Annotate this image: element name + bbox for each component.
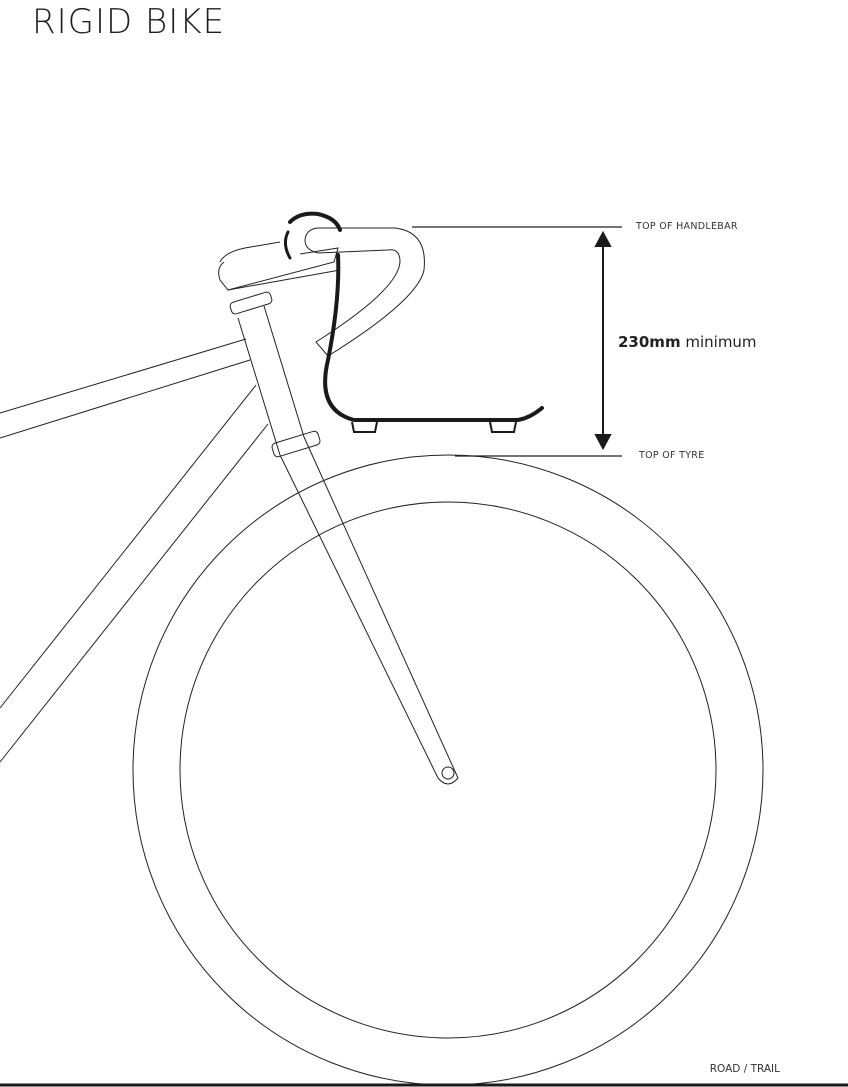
tyre-inner	[179, 501, 717, 1039]
tyre-outer	[132, 454, 764, 1086]
category-label: ROAD / TRAIL	[709, 1063, 780, 1075]
measurement-value: 230mm	[618, 333, 681, 351]
page-title: RIGID BIKE	[32, 2, 226, 42]
dimension-arrow-icon	[594, 230, 612, 451]
measurement-label: 230mm minimum	[618, 333, 757, 351]
axle-icon	[441, 766, 455, 780]
top-of-handlebar-label: TOP OF HANDLEBAR	[636, 221, 738, 232]
measurement-qualifier: minimum	[685, 333, 757, 351]
top-of-tyre-label: TOP OF TYRE	[639, 450, 705, 461]
